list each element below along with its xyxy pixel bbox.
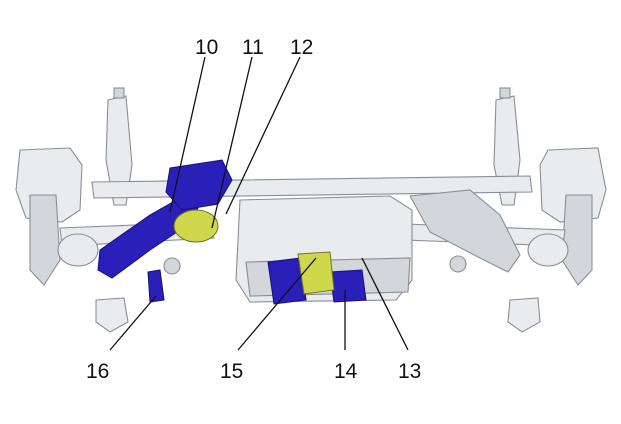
right-knuckle [527,233,569,267]
left-brake-disc [29,194,61,286]
leader-13 [361,257,409,351]
right-lower-mount [507,297,541,333]
right-rack-boot [409,189,521,273]
left-strut-top [113,87,125,99]
leader-16 [109,295,157,351]
leader-10 [169,56,206,213]
left-arm-bushing [163,257,181,275]
blue-reservoir [329,269,367,303]
blue-pipe [147,269,165,303]
callout-12: 12 [290,36,313,59]
right-arm-bushing [449,255,467,273]
leader-lines [109,56,409,351]
yellow-center-unit [297,251,335,295]
callout-13: 13 [398,360,421,383]
left-lower-mount [95,297,129,333]
callout-labels: 10 11 12 13 14 15 16 [86,36,421,383]
left-knuckle [57,233,99,267]
blue-valve-block [267,257,307,305]
highlighted-components [97,159,367,305]
right-strut-top [499,87,511,99]
yellow-pinion-housing [173,209,219,243]
axle-assembly-drawing [15,87,607,333]
leader-12 [225,56,301,215]
callout-10: 10 [195,36,218,59]
callout-14: 14 [334,360,358,383]
callout-16: 16 [86,360,109,383]
leader-15 [237,257,317,351]
callout-15: 15 [220,360,243,383]
left-strut-tower [105,95,133,206]
leader-11 [211,56,253,229]
right-brake-disc [561,194,593,286]
callout-11: 11 [242,36,264,59]
